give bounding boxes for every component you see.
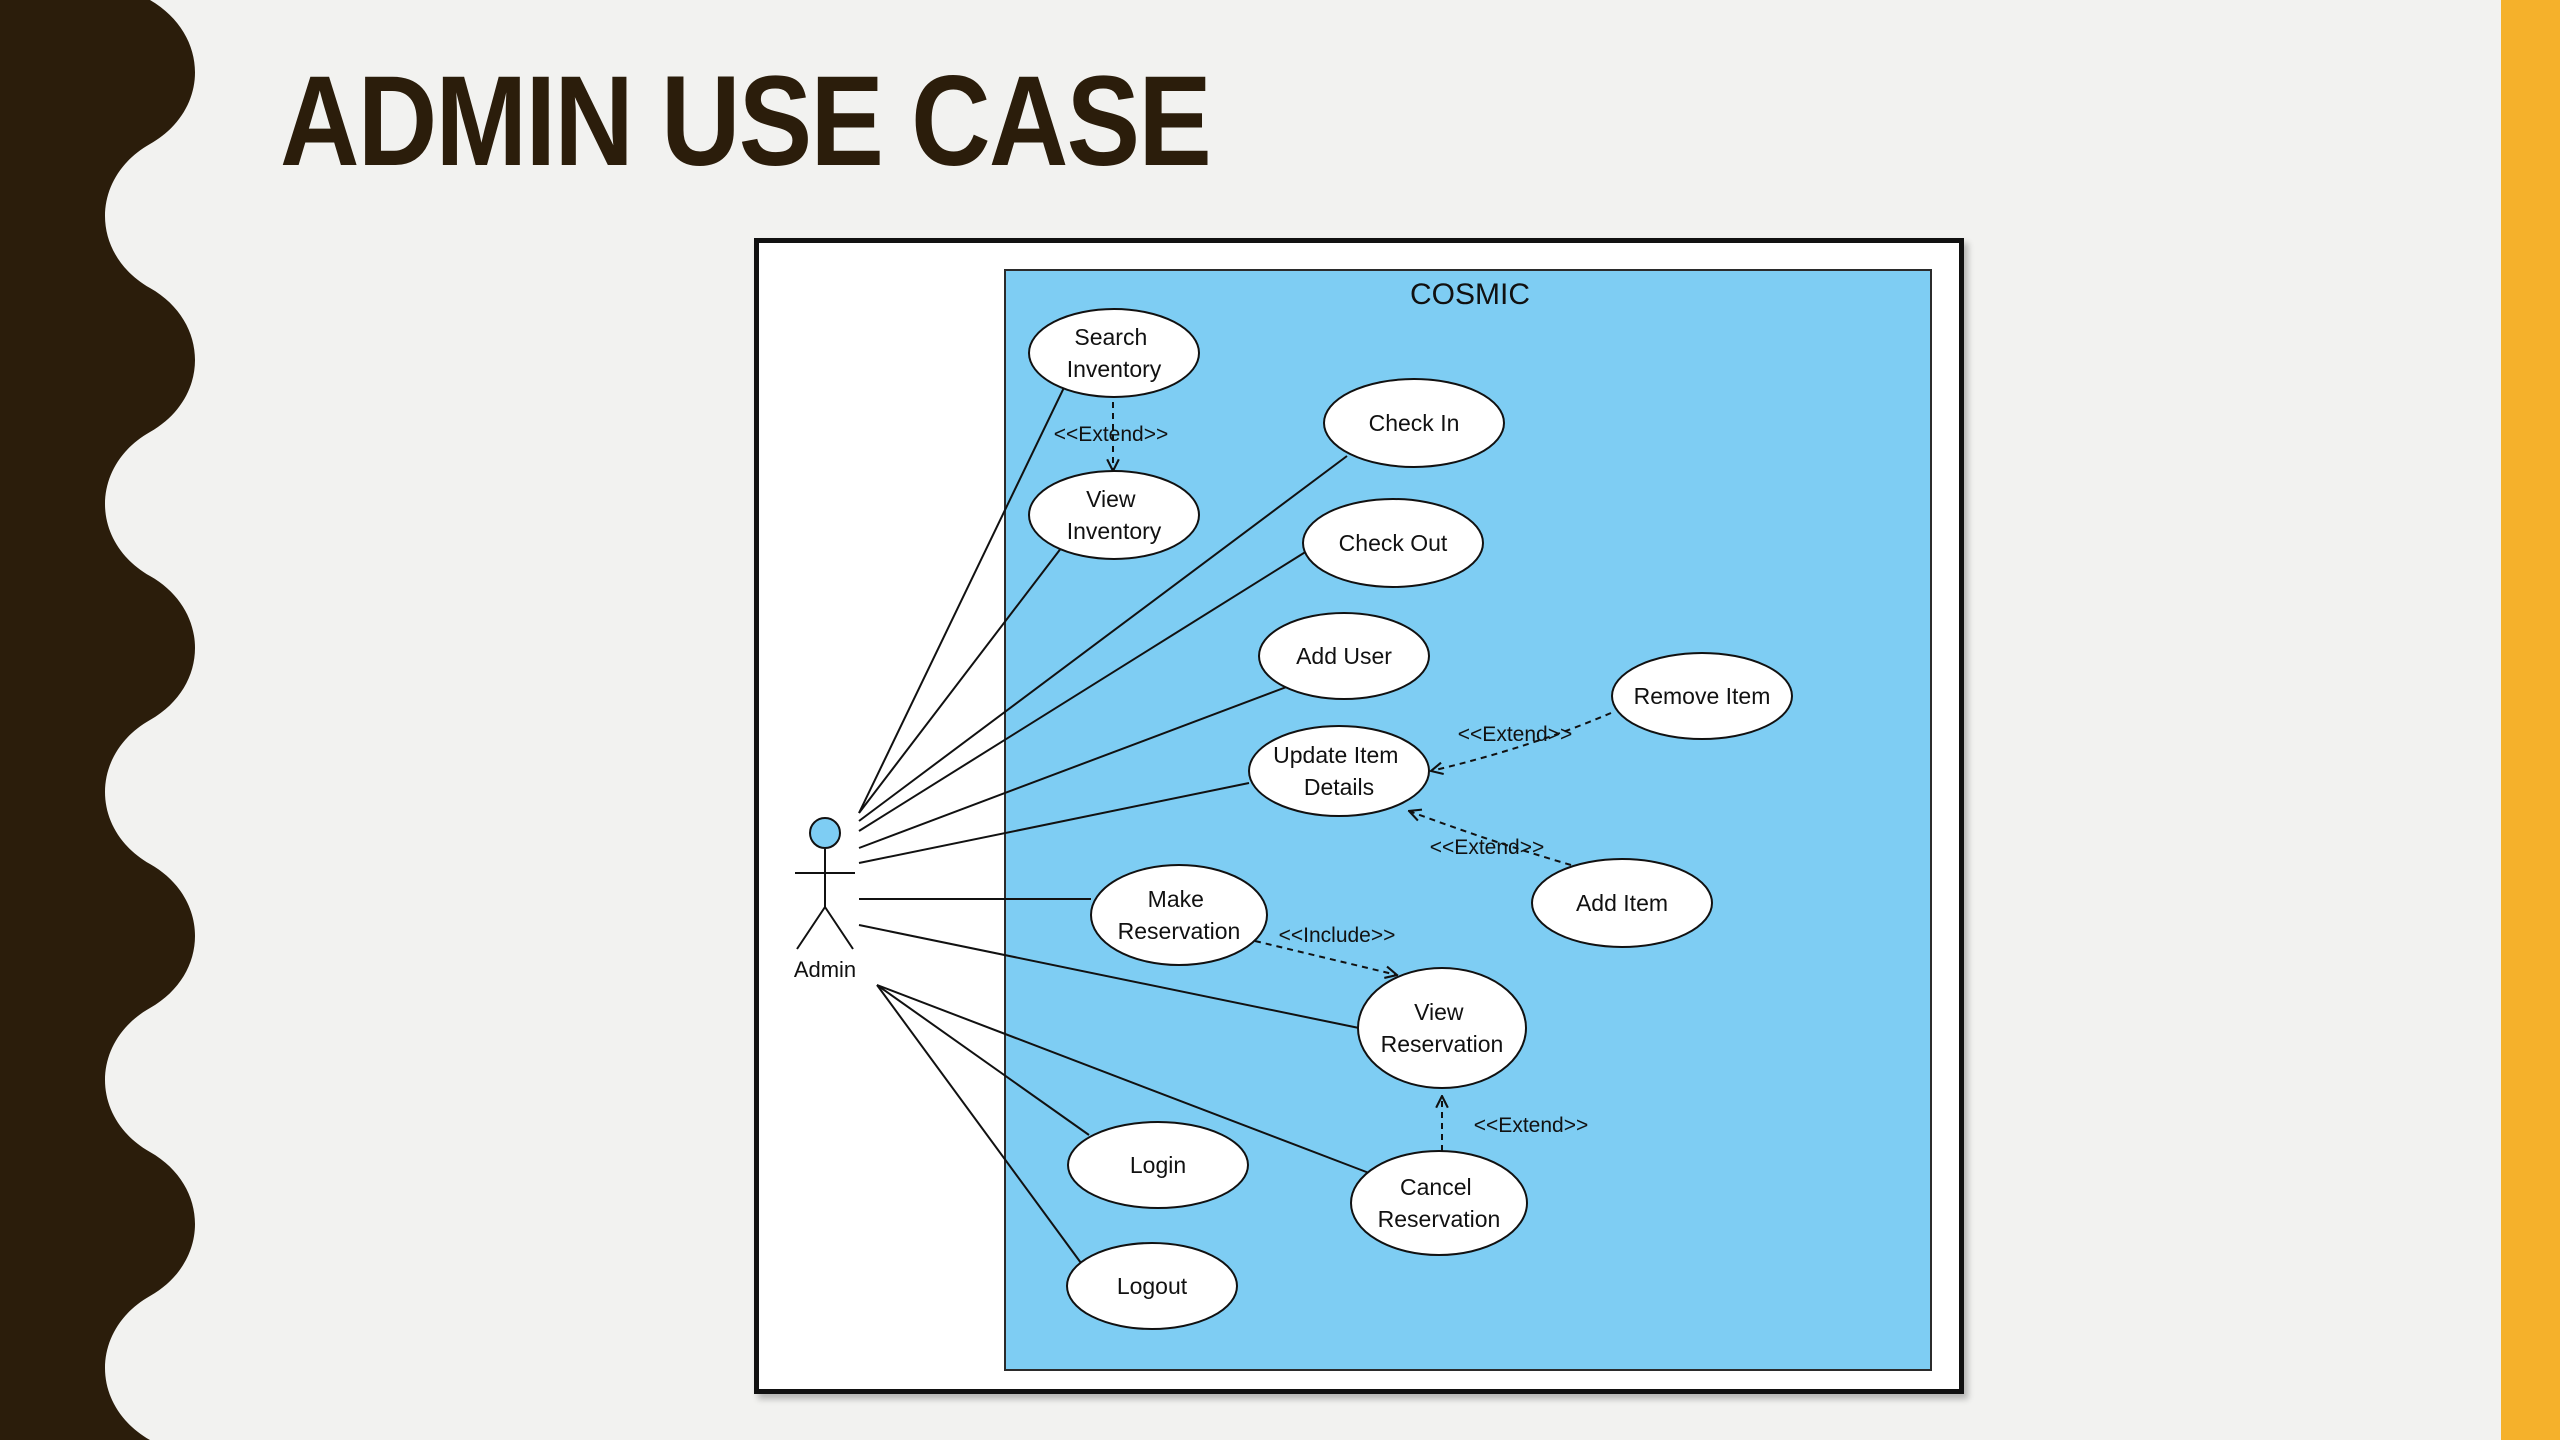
use-case-shape: [1323, 378, 1505, 468]
assoc-logout: [876, 984, 1082, 1264]
use-case-view-inventory: View Inventory: [1028, 470, 1200, 560]
use-case-label: Add User: [1296, 643, 1392, 669]
use-case-make-reservation: Make Reservation: [1090, 864, 1268, 966]
use-case-shape: [1090, 864, 1268, 966]
use-case-search-inventory: Search Inventory: [1028, 308, 1200, 398]
stereo-remove-extend: <<Extend>>: [1458, 723, 1572, 746]
use-case-shape: [1248, 725, 1430, 817]
dep-remove-to-update: [1431, 712, 1612, 771]
use-case-shape: [1302, 498, 1484, 588]
use-case-label: View Reservation: [1381, 999, 1504, 1057]
use-case-shape: [1357, 967, 1527, 1089]
use-case-label: Add Item: [1576, 890, 1668, 916]
use-case-label: Search Inventory: [1067, 324, 1162, 382]
actor-leg-left: [796, 906, 826, 950]
use-case-remove-item: Remove Item: [1611, 652, 1793, 740]
assoc-login: [876, 984, 1090, 1136]
use-case-shape: [1028, 308, 1200, 398]
use-case-shape: [1258, 612, 1430, 700]
use-case-shape: [1028, 470, 1200, 560]
use-case-label: Login: [1130, 1152, 1186, 1178]
wave-shape: [0, 0, 195, 1440]
actor-leg-right: [824, 906, 854, 950]
diagram-frame: COSMIC <<Extend>> <<Extend>> <<Extend>: [754, 238, 1964, 1394]
use-case-update-item-details: Update Item Details: [1248, 725, 1430, 817]
use-case-label: Remove Item: [1634, 683, 1771, 709]
assoc-update-item: [858, 782, 1250, 864]
right-accent-bar: [2501, 0, 2560, 1440]
assoc-check-in: [858, 455, 1348, 822]
use-case-shape: [1531, 858, 1713, 948]
stereo-cancel-extend: <<Extend>>: [1474, 1114, 1588, 1137]
use-case-add-item: Add Item: [1531, 858, 1713, 948]
use-case-label: Check Out: [1339, 530, 1448, 556]
use-case-add-user: Add User: [1258, 612, 1430, 700]
stereo-add-extend: <<Extend>>: [1430, 836, 1544, 859]
use-case-shape: [1067, 1121, 1249, 1209]
assoc-add-user: [858, 682, 1298, 849]
dep-make-to-view-reservation: [1254, 940, 1397, 975]
use-case-label: Logout: [1117, 1273, 1188, 1299]
actor-head: [809, 817, 841, 849]
assoc-cancel-reservation: [876, 984, 1370, 1174]
left-wave-decoration: [0, 0, 195, 1440]
use-case-cancel-reservation: Cancel Reservation: [1350, 1150, 1528, 1256]
actor-name: Admin: [794, 957, 856, 982]
use-case-logout: Logout: [1066, 1242, 1238, 1330]
assoc-view-reservation: [858, 924, 1360, 1029]
use-case-label: Update Item Details: [1273, 742, 1405, 800]
assoc-check-out: [858, 550, 1308, 832]
stereo-make-include: <<Include>>: [1279, 924, 1396, 947]
use-case-view-reservation: View Reservation: [1357, 967, 1527, 1089]
use-case-label: Make Reservation: [1118, 886, 1241, 944]
associations: [858, 372, 1370, 1264]
use-case-check-out: Check Out: [1302, 498, 1484, 588]
use-case-shape: [1350, 1150, 1528, 1256]
use-case-login: Login: [1067, 1121, 1249, 1209]
actor-admin: [795, 817, 855, 950]
use-case-check-in: Check In: [1323, 378, 1505, 468]
use-case-diagram: COSMIC <<Extend>> <<Extend>> <<Extend>: [794, 269, 1932, 1371]
slide-title: ADMIN USE CASE: [280, 50, 1212, 193]
use-case-label: Cancel Reservation: [1378, 1174, 1501, 1232]
dependencies: [1113, 391, 1612, 1151]
stereo-search-extend: <<Extend>>: [1054, 423, 1168, 446]
use-case-label: Check In: [1369, 410, 1460, 436]
assoc-search-inventory: [858, 372, 1072, 814]
use-case-label: View Inventory: [1067, 486, 1162, 544]
use-case-shape: [1611, 652, 1793, 740]
system-name: COSMIC: [1410, 278, 1530, 311]
assoc-view-inventory: [858, 542, 1066, 814]
use-case-shape: [1066, 1242, 1238, 1330]
